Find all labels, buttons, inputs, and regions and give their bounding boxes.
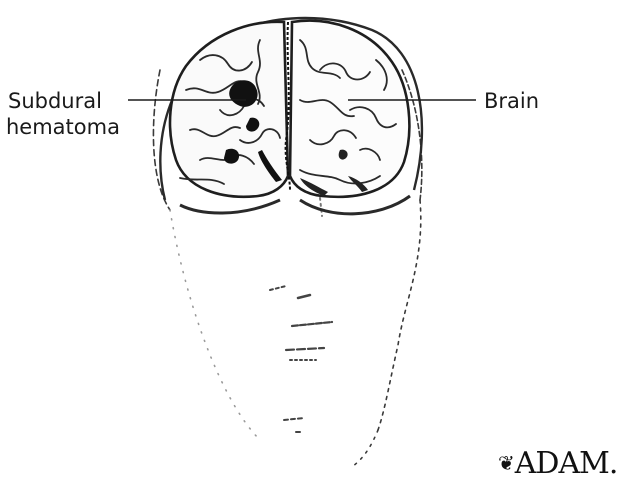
- label-subdural-line1: Subdural: [6, 88, 126, 114]
- adam-logo-mark-icon: ❦: [498, 451, 514, 475]
- right-hemisphere: [290, 21, 409, 197]
- left-hemisphere: [170, 22, 288, 197]
- adam-logo: ❦ADAM.: [498, 446, 617, 481]
- adam-logo-text: ADAM.: [515, 446, 618, 481]
- label-subdural-hematoma: Subdural hematoma: [6, 88, 126, 140]
- face-features: [270, 180, 332, 432]
- label-brain: Brain: [484, 88, 539, 114]
- label-subdural-line2: hematoma: [6, 114, 126, 140]
